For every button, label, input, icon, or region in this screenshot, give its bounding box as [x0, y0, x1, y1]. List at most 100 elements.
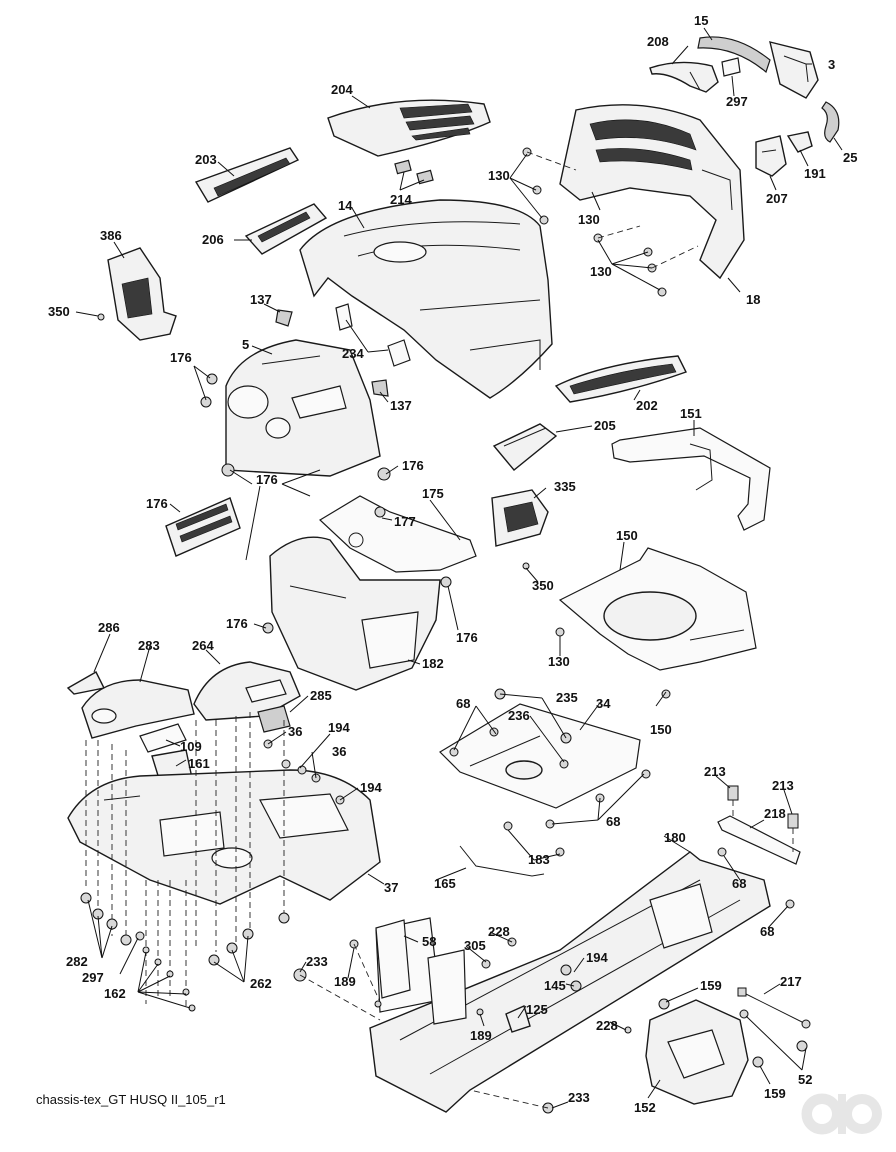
- part-202-grille: [554, 355, 687, 403]
- label-37: 37: [384, 880, 398, 895]
- label-176-b: 176: [256, 472, 278, 487]
- label-176-f: 176: [456, 630, 478, 645]
- part-152-seat-bracket: [645, 998, 764, 1105]
- part-137-clips: [275, 309, 389, 397]
- label-283: 283: [138, 638, 160, 653]
- label-175: 175: [422, 486, 444, 501]
- label-203: 203: [195, 152, 217, 167]
- part-335-light-cover: [491, 489, 549, 547]
- part-182-lower-dash: [262, 536, 452, 691]
- label-350-b: 350: [532, 578, 554, 593]
- label-58: 58: [422, 934, 436, 949]
- label-25: 25: [843, 150, 857, 165]
- part-labels: 15 208 3 297 25 204 130 191 207 203 214 …: [48, 13, 857, 1115]
- label-159-a: 159: [700, 978, 722, 993]
- label-191: 191: [804, 166, 826, 181]
- label-165: 165: [434, 876, 456, 891]
- label-335: 335: [554, 479, 576, 494]
- part-214-clips: [394, 159, 434, 185]
- label-235: 235: [556, 690, 578, 705]
- label-162: 162: [104, 986, 126, 1001]
- part-206-panel: [244, 203, 328, 255]
- part-234-plate: [335, 303, 411, 367]
- part-5-dashboard: [225, 339, 381, 477]
- label-189-b: 189: [470, 1028, 492, 1043]
- label-130-a: 130: [488, 168, 510, 183]
- bolt-150-floor: [661, 689, 671, 699]
- label-213-a: 213: [704, 764, 726, 779]
- label-176-d: 176: [146, 496, 168, 511]
- bolts-130-upper: [522, 147, 699, 297]
- part-176-bolts-upper: [200, 373, 391, 481]
- part-25-gasket: [821, 101, 840, 143]
- label-150-a: 150: [616, 528, 638, 543]
- part-283-fender-cover: [81, 679, 195, 739]
- label-176-c: 176: [402, 458, 424, 473]
- label-286: 286: [98, 620, 120, 635]
- label-208: 208: [647, 34, 669, 49]
- part-34-seat-plate: [439, 688, 651, 857]
- label-305: 305: [464, 938, 486, 953]
- label-234: 234: [342, 346, 364, 361]
- label-137-b: 137: [390, 398, 412, 413]
- label-262: 262: [250, 976, 272, 991]
- label-34: 34: [596, 696, 611, 711]
- label-206: 206: [202, 232, 224, 247]
- label-52: 52: [798, 1072, 812, 1087]
- label-125: 125: [526, 1002, 548, 1017]
- label-264: 264: [192, 638, 214, 653]
- label-152: 152: [634, 1100, 656, 1115]
- label-18: 18: [746, 292, 760, 307]
- part-297-clip: [721, 57, 741, 77]
- label-228-a: 228: [488, 924, 510, 939]
- assembly-lines-fender: [85, 712, 285, 1008]
- part-150-floor-pan: [558, 547, 757, 671]
- label-130-b: 130: [578, 212, 600, 227]
- part-191-bracket: [786, 131, 813, 153]
- part-125-bracket: [505, 1005, 531, 1033]
- label-130-e: 130: [548, 654, 570, 669]
- part-217-rod: [737, 987, 811, 1052]
- label-68-c: 68: [732, 876, 746, 891]
- chassis-hardware: [293, 937, 632, 1114]
- label-386: 386: [100, 228, 122, 243]
- label-36-b: 36: [332, 744, 346, 759]
- screw-350-left: [97, 313, 105, 321]
- part-204-hood-panel: [327, 99, 491, 157]
- label-214: 214: [390, 192, 412, 207]
- part-58-bracket: [375, 919, 411, 999]
- part-386-side-panel: [107, 247, 177, 341]
- label-233-a: 233: [306, 954, 328, 969]
- part-176-vent-plate: [165, 497, 241, 557]
- bolt-130-floor: [555, 627, 565, 637]
- label-5: 5: [242, 337, 249, 352]
- part-203-side-grille: [194, 147, 300, 203]
- label-204: 204: [331, 82, 353, 97]
- label-194-b: 194: [360, 780, 382, 795]
- label-194-c: 194: [586, 950, 608, 965]
- part-175-mount-bracket: [319, 495, 477, 573]
- part-218-bracket: [717, 785, 801, 909]
- label-36-a: 36: [288, 724, 302, 739]
- part-18-front-cover: [559, 104, 745, 280]
- label-182: 182: [422, 656, 444, 671]
- label-202: 202: [636, 398, 658, 413]
- label-189-a: 189: [334, 974, 356, 989]
- part-14-hood: [299, 199, 553, 399]
- label-137-a: 137: [250, 292, 272, 307]
- label-180: 180: [664, 830, 686, 845]
- label-282: 282: [66, 954, 88, 969]
- label-14: 14: [338, 198, 353, 213]
- label-3: 3: [828, 57, 835, 72]
- label-109: 109: [180, 739, 202, 754]
- label-213-b: 213: [772, 778, 794, 793]
- part-205-trim: [492, 423, 558, 471]
- label-68-a: 68: [456, 696, 470, 711]
- label-176-a: 176: [170, 350, 192, 365]
- label-159-b: 159: [764, 1086, 786, 1101]
- part-151-bracket: [611, 427, 771, 531]
- label-176-e: 176: [226, 616, 248, 631]
- part-264-fender-cover: [193, 661, 301, 721]
- label-217: 217: [780, 974, 802, 989]
- label-297: 297: [726, 94, 748, 109]
